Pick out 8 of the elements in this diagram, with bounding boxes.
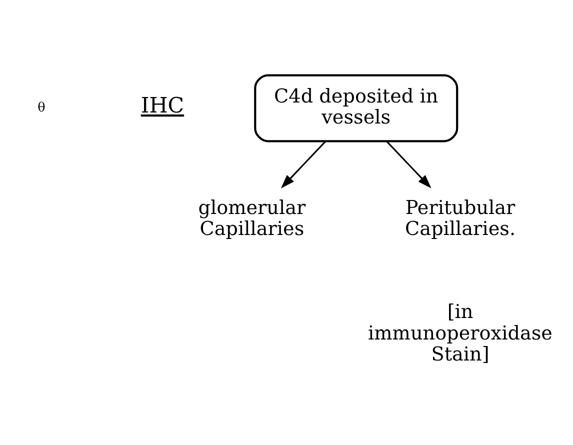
label: θ xyxy=(38,100,46,115)
node-text: glomerular Capillaries xyxy=(198,195,306,240)
node-text: Peritubular Capillaries. xyxy=(405,195,516,240)
label: IHC xyxy=(140,92,184,118)
arrow xyxy=(386,140,432,188)
arrow xyxy=(280,140,326,188)
label: [in immunoperoxidase Stain] xyxy=(368,300,553,366)
node-box: C4d deposited in vessels xyxy=(254,74,458,142)
